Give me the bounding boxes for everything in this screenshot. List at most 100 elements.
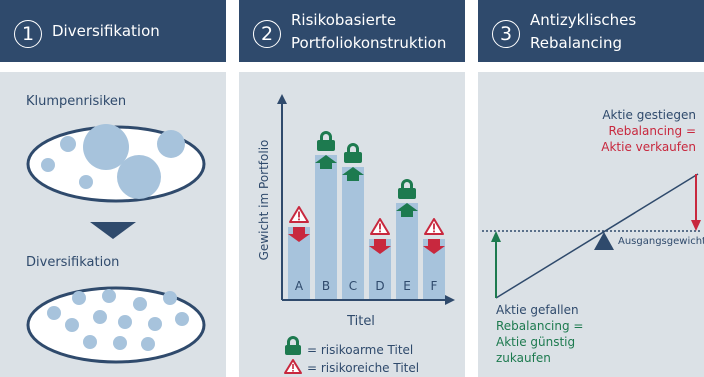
label-diversifikation: Diversifikation <box>26 255 119 270</box>
legend-warning-icon <box>284 359 302 374</box>
baseline-label: Ausgangsgewicht <box>618 236 704 247</box>
panel-1-header: 1 Diversifikation <box>0 0 226 62</box>
lock-icon <box>398 179 416 199</box>
small-bubble <box>175 312 189 326</box>
panel-1-body: Klumpenrisiken Diversifikation <box>0 72 226 377</box>
panel-diversifikation: 1 Diversifikation Klumpenrisiken Diversi… <box>0 0 226 377</box>
warning-icon <box>424 218 444 235</box>
y-axis-arrow-icon <box>277 94 287 104</box>
lock-body <box>317 140 335 151</box>
lock-icon <box>317 131 335 151</box>
fulcrum-triangle-icon <box>594 232 614 250</box>
panel-2-title-line-2: Portfoliokonstruktion <box>291 34 447 52</box>
down-arrow-icon <box>423 239 445 254</box>
bottom-text-line-2: Rebalancing = <box>496 319 583 333</box>
up-arrow-icon <box>396 203 418 217</box>
small-bubble <box>47 306 61 320</box>
large-bubble <box>117 155 161 199</box>
buy-arrow-icon <box>491 231 501 242</box>
x-axis-arrow-icon <box>445 295 455 305</box>
small-bubble <box>93 310 107 324</box>
bars: A B C D E F <box>288 131 445 299</box>
small-bubble <box>133 297 147 311</box>
small-bubble <box>83 335 97 349</box>
warning-dot <box>379 230 381 233</box>
bottom-text-line-3: Aktie günstig <box>496 335 575 349</box>
bar-label-c: C <box>349 279 357 293</box>
price-line <box>495 173 699 299</box>
lock-icon <box>344 143 362 163</box>
bar-d <box>369 239 391 299</box>
bar-label-a: A <box>295 279 304 293</box>
label-klumpenrisiken: Klumpenrisiken <box>26 94 126 109</box>
small-bubble <box>102 289 116 303</box>
diversification-graphic: Klumpenrisiken Diversifikation <box>26 94 206 364</box>
bar-c <box>342 167 364 299</box>
down-arrow-icon <box>90 222 136 239</box>
panel-rebalancing: 3 Antizyklisches Rebalancing Aktie gesti… <box>478 0 704 377</box>
warning-bar <box>298 211 300 218</box>
small-bubble <box>148 317 162 331</box>
bar-label-e: E <box>403 279 411 293</box>
small-bubble <box>65 318 79 332</box>
legend-low-risk-text: = risikoarme Titel <box>307 343 413 357</box>
lock-shackle <box>401 179 413 188</box>
panel-3-title-line-1: Antizyklisches <box>530 11 637 29</box>
panel-2-title-line-1: Risikobasierte <box>291 11 397 29</box>
x-axis-label: Titel <box>346 314 375 329</box>
bottom-text-line-4: zukaufen <box>496 351 551 365</box>
bar-f <box>423 239 445 299</box>
warning-bar <box>379 223 381 230</box>
down-arrow-icon <box>369 239 391 254</box>
small-bubble <box>118 315 132 329</box>
up-arrow-icon <box>342 167 364 181</box>
y-axis-label: Gewicht im Portfolio <box>257 140 271 261</box>
lock-shackle <box>347 143 359 152</box>
step-number-1: 1 <box>14 20 42 48</box>
legend-high-risk-text: = risikoreiche Titel <box>307 361 419 375</box>
lock-body <box>344 152 362 163</box>
bar-label-f: F <box>431 279 438 293</box>
up-arrow-icon <box>315 155 337 169</box>
small-bubble <box>60 136 76 152</box>
warning-icon <box>289 206 309 223</box>
lock-body <box>398 188 416 199</box>
legend-lock-icon <box>285 336 301 355</box>
bottom-text-line-1: Aktie gefallen <box>496 303 579 317</box>
bar-a <box>288 227 310 299</box>
warning-icon <box>370 218 390 235</box>
panel-3-header: 3 Antizyklisches Rebalancing <box>478 0 704 62</box>
small-bubble <box>79 175 93 189</box>
warning-bar <box>433 223 435 230</box>
panel-portfoliokonstruktion: 2 Risikobasierte Portfoliokonstruktion G… <box>239 0 465 377</box>
small-bubble <box>41 158 55 172</box>
down-arrow-icon <box>288 227 310 242</box>
small-bubble <box>72 291 86 305</box>
panel-1-title: Diversifikation <box>52 22 160 40</box>
step-number-2: 2 <box>253 20 281 48</box>
small-bubble <box>113 336 127 350</box>
medium-bubble <box>157 130 185 158</box>
weight-bar-chart: Gewicht im Portfolio Titel A B C D E F = risi… <box>257 94 455 375</box>
small-bubble <box>141 337 155 351</box>
lock-shackle <box>320 131 332 140</box>
sell-arrow-icon <box>691 220 701 231</box>
bar-b <box>315 155 337 299</box>
top-text-line-2: Rebalancing = <box>609 124 696 138</box>
large-bubble <box>83 124 129 170</box>
bar-e <box>396 203 418 299</box>
diversified-ellipse <box>26 286 206 364</box>
top-text-line-3: Aktie verkaufen <box>601 140 696 154</box>
bar-label-d: D <box>375 279 384 293</box>
warning-dot <box>433 230 435 233</box>
top-text-line-1: Aktie gestiegen <box>602 108 696 122</box>
bar-label-b: B <box>322 279 330 293</box>
step-number-3: 3 <box>492 20 520 48</box>
panel-2-header: 2 Risikobasierte Portfoliokonstruktion <box>239 0 465 62</box>
warning-dot <box>298 218 300 221</box>
panel-2-body: Gewicht im Portfolio Titel A B C D E F = risi… <box>239 72 465 377</box>
rebalancing-graphic: Aktie gestiegen Rebalancing = Aktie verk… <box>482 108 704 365</box>
small-bubble <box>163 291 177 305</box>
panel-3-body: Aktie gestiegen Rebalancing = Aktie verk… <box>478 72 704 377</box>
panel-3-title-line-2: Rebalancing <box>530 34 622 52</box>
